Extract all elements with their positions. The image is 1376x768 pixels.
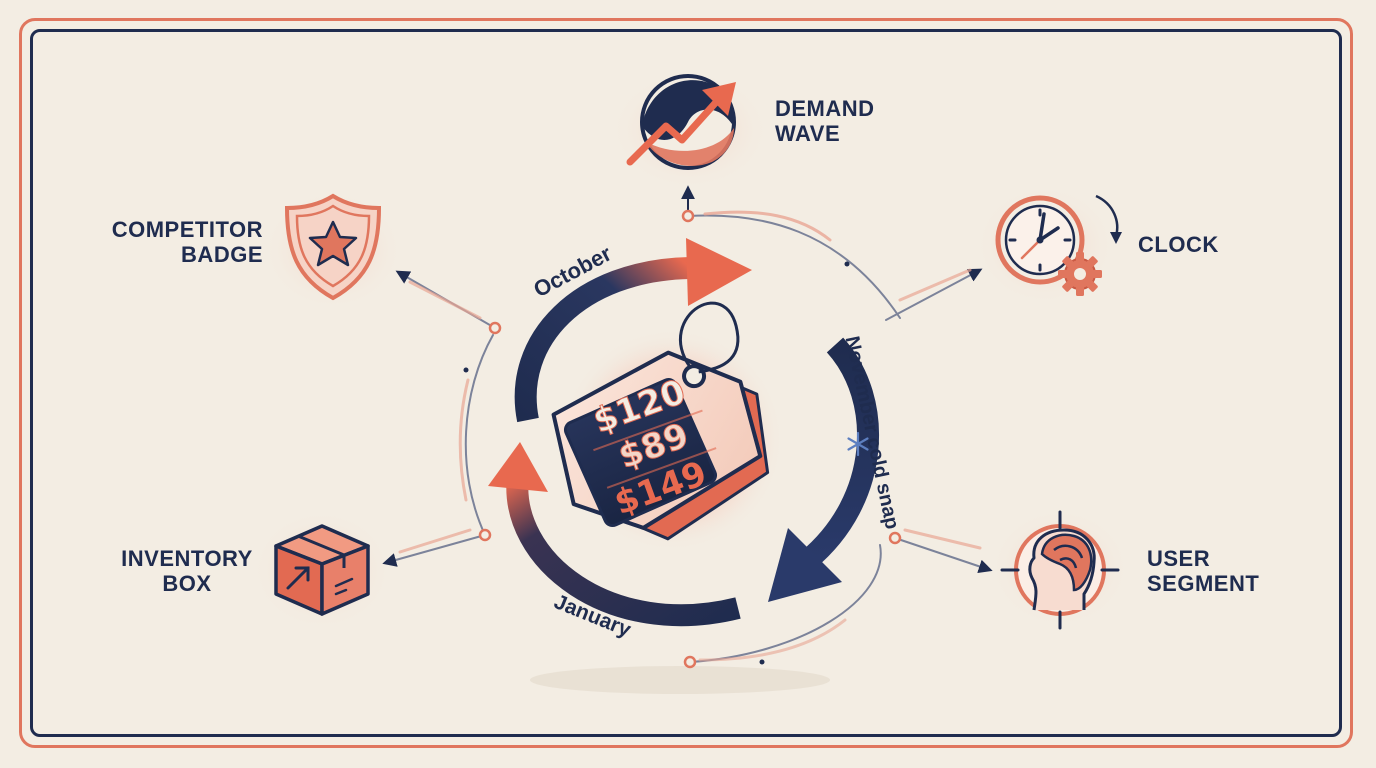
label-clock: CLOCK	[1138, 232, 1219, 257]
connector-lines	[382, 185, 993, 669]
head-target-icon	[1000, 510, 1120, 630]
inner-frame	[30, 29, 1342, 737]
shield-star-icon	[284, 193, 382, 301]
box-icon	[274, 524, 370, 616]
price-tag-icon	[551, 301, 770, 541]
demand-wave-icon	[626, 74, 736, 170]
label-inventory-box: INVENTORY BOX	[121, 546, 253, 596]
cycle-arrows	[488, 238, 879, 627]
label-competitor-badge: COMPETITOR BADGE	[111, 217, 263, 267]
snowflake-icon	[847, 431, 869, 457]
outer-frame	[19, 18, 1353, 748]
label-user-segment: USER SEGMENT	[1147, 546, 1260, 596]
label-demand-wave: DEMAND WAVE	[775, 96, 875, 146]
clock-gear-icon	[995, 194, 1122, 296]
